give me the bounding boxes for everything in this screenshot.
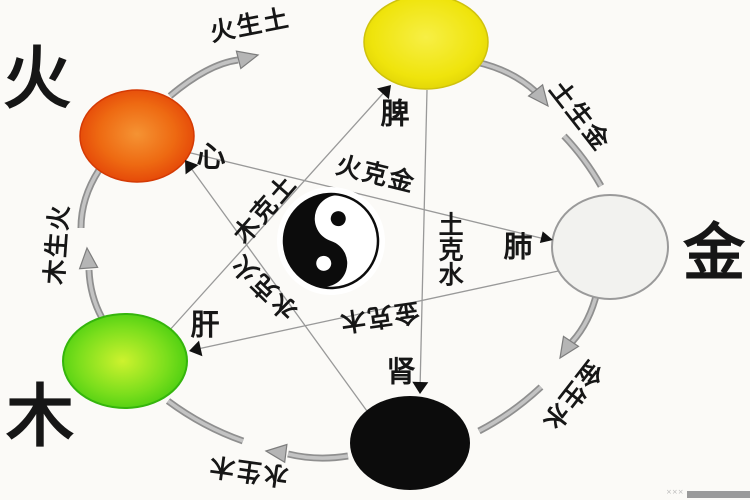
line-wood-earth	[167, 87, 389, 333]
water-circle	[350, 396, 470, 490]
line-water-fire	[187, 163, 373, 419]
watermark-text: ×××	[666, 488, 684, 496]
element-circles	[62, 0, 669, 490]
organ-label-liver: 肝	[190, 307, 220, 342]
organ-label-kidney: 肾	[386, 354, 416, 389]
yang-dot	[330, 211, 346, 227]
wood-circle	[62, 313, 188, 409]
corner-label-fire: 火	[2, 40, 72, 119]
label-earth-overcomes-water: 土克水	[435, 211, 465, 287]
arrowhead-earth-water	[412, 381, 429, 394]
yin-half	[284, 194, 348, 287]
overcoming-star-lines	[161, 87, 564, 419]
arrowhead-water-fire	[185, 160, 199, 175]
star-arrowheads	[185, 85, 553, 394]
arrowhead-metal-wood	[189, 340, 203, 357]
arrowhead-fire-metal	[539, 231, 553, 243]
arrowhead-fire-earth	[235, 50, 260, 70]
fire-circle	[79, 89, 195, 183]
generating-cycle-arcs	[78, 44, 601, 464]
line-metal-wood	[192, 269, 564, 351]
metal-circle	[551, 194, 669, 300]
label-wood-generates-fire: 木生火	[39, 202, 75, 286]
arrowhead-metal-water	[559, 335, 580, 360]
corner-label-wood: 木	[5, 378, 75, 457]
yin-yang-symbol	[277, 187, 385, 295]
arrowhead-wood-earth	[377, 85, 391, 100]
arrowhead-earth-metal	[527, 83, 549, 108]
organ-label-lung: 肺	[503, 229, 533, 264]
corner-label-metal: 金	[682, 216, 746, 289]
watermark-bar	[687, 491, 750, 498]
earth-circle	[363, 0, 489, 90]
organ-label-spleen: 脾	[380, 96, 410, 131]
arrowhead-wood-fire	[78, 246, 99, 270]
organ-label-heart: 心	[196, 139, 226, 174]
yin-dot	[316, 255, 332, 271]
line-earth-water	[419, 89, 428, 391]
arrowhead-water-wood	[264, 443, 288, 464]
